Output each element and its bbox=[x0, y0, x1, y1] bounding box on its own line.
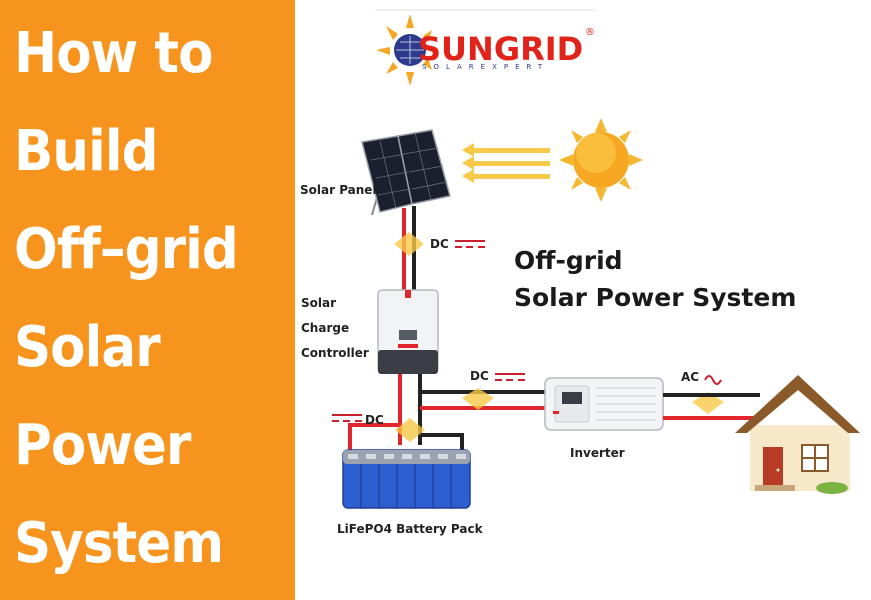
headline-line-2: Build bbox=[14, 119, 158, 184]
controller-label-line-1: Solar bbox=[301, 296, 337, 310]
inverter-label: Inverter bbox=[570, 446, 625, 460]
logo-sun-icon bbox=[376, 14, 432, 86]
headline-line-5: Power bbox=[14, 413, 191, 478]
logo-wordmark: SUNGRID bbox=[418, 30, 584, 68]
headline-line-1: How to bbox=[14, 21, 213, 86]
inverter-icon bbox=[544, 377, 664, 431]
logo-tagline: SOLAREXPERT bbox=[422, 63, 550, 71]
dc-symbol-inverter-icon bbox=[495, 373, 525, 381]
ac-wave-icon bbox=[704, 375, 722, 385]
headline-line-6: System bbox=[14, 511, 224, 576]
solar-panel-icon bbox=[361, 129, 451, 216]
diagram-title-line-1: Off-grid bbox=[514, 246, 623, 275]
dc-symbol-panel-icon bbox=[455, 240, 485, 248]
current-flow-marker bbox=[394, 232, 424, 256]
solar-panel-label: Solar Panel bbox=[300, 183, 377, 197]
headline-line-3: Off–grid bbox=[14, 217, 239, 282]
house-icon bbox=[735, 375, 860, 494]
current-flow-marker-2 bbox=[395, 388, 724, 442]
battery-pack-icon bbox=[342, 449, 471, 509]
dc-label-battery: DC bbox=[365, 413, 384, 427]
logo-registered-mark: ® bbox=[585, 27, 595, 38]
dc-label-inverter: DC bbox=[470, 369, 489, 383]
dc-symbol-battery-icon bbox=[332, 414, 362, 422]
dc-label-panel: DC bbox=[430, 237, 449, 251]
headline-line-4: Solar bbox=[14, 315, 161, 380]
ac-label-house: AC bbox=[681, 370, 700, 384]
charge-controller-icon bbox=[377, 289, 439, 374]
sunlight-arrows bbox=[462, 143, 550, 183]
sun-icon bbox=[559, 118, 643, 202]
headline-panel: How to Build Off–grid Solar Power System bbox=[0, 0, 295, 600]
controller-label-line-3: Controller bbox=[301, 346, 369, 360]
battery-label: LiFePO4 Battery Pack bbox=[337, 522, 483, 536]
diagram-title-line-2: Solar Power System bbox=[514, 283, 797, 312]
controller-label-line-2: Charge bbox=[301, 321, 350, 335]
